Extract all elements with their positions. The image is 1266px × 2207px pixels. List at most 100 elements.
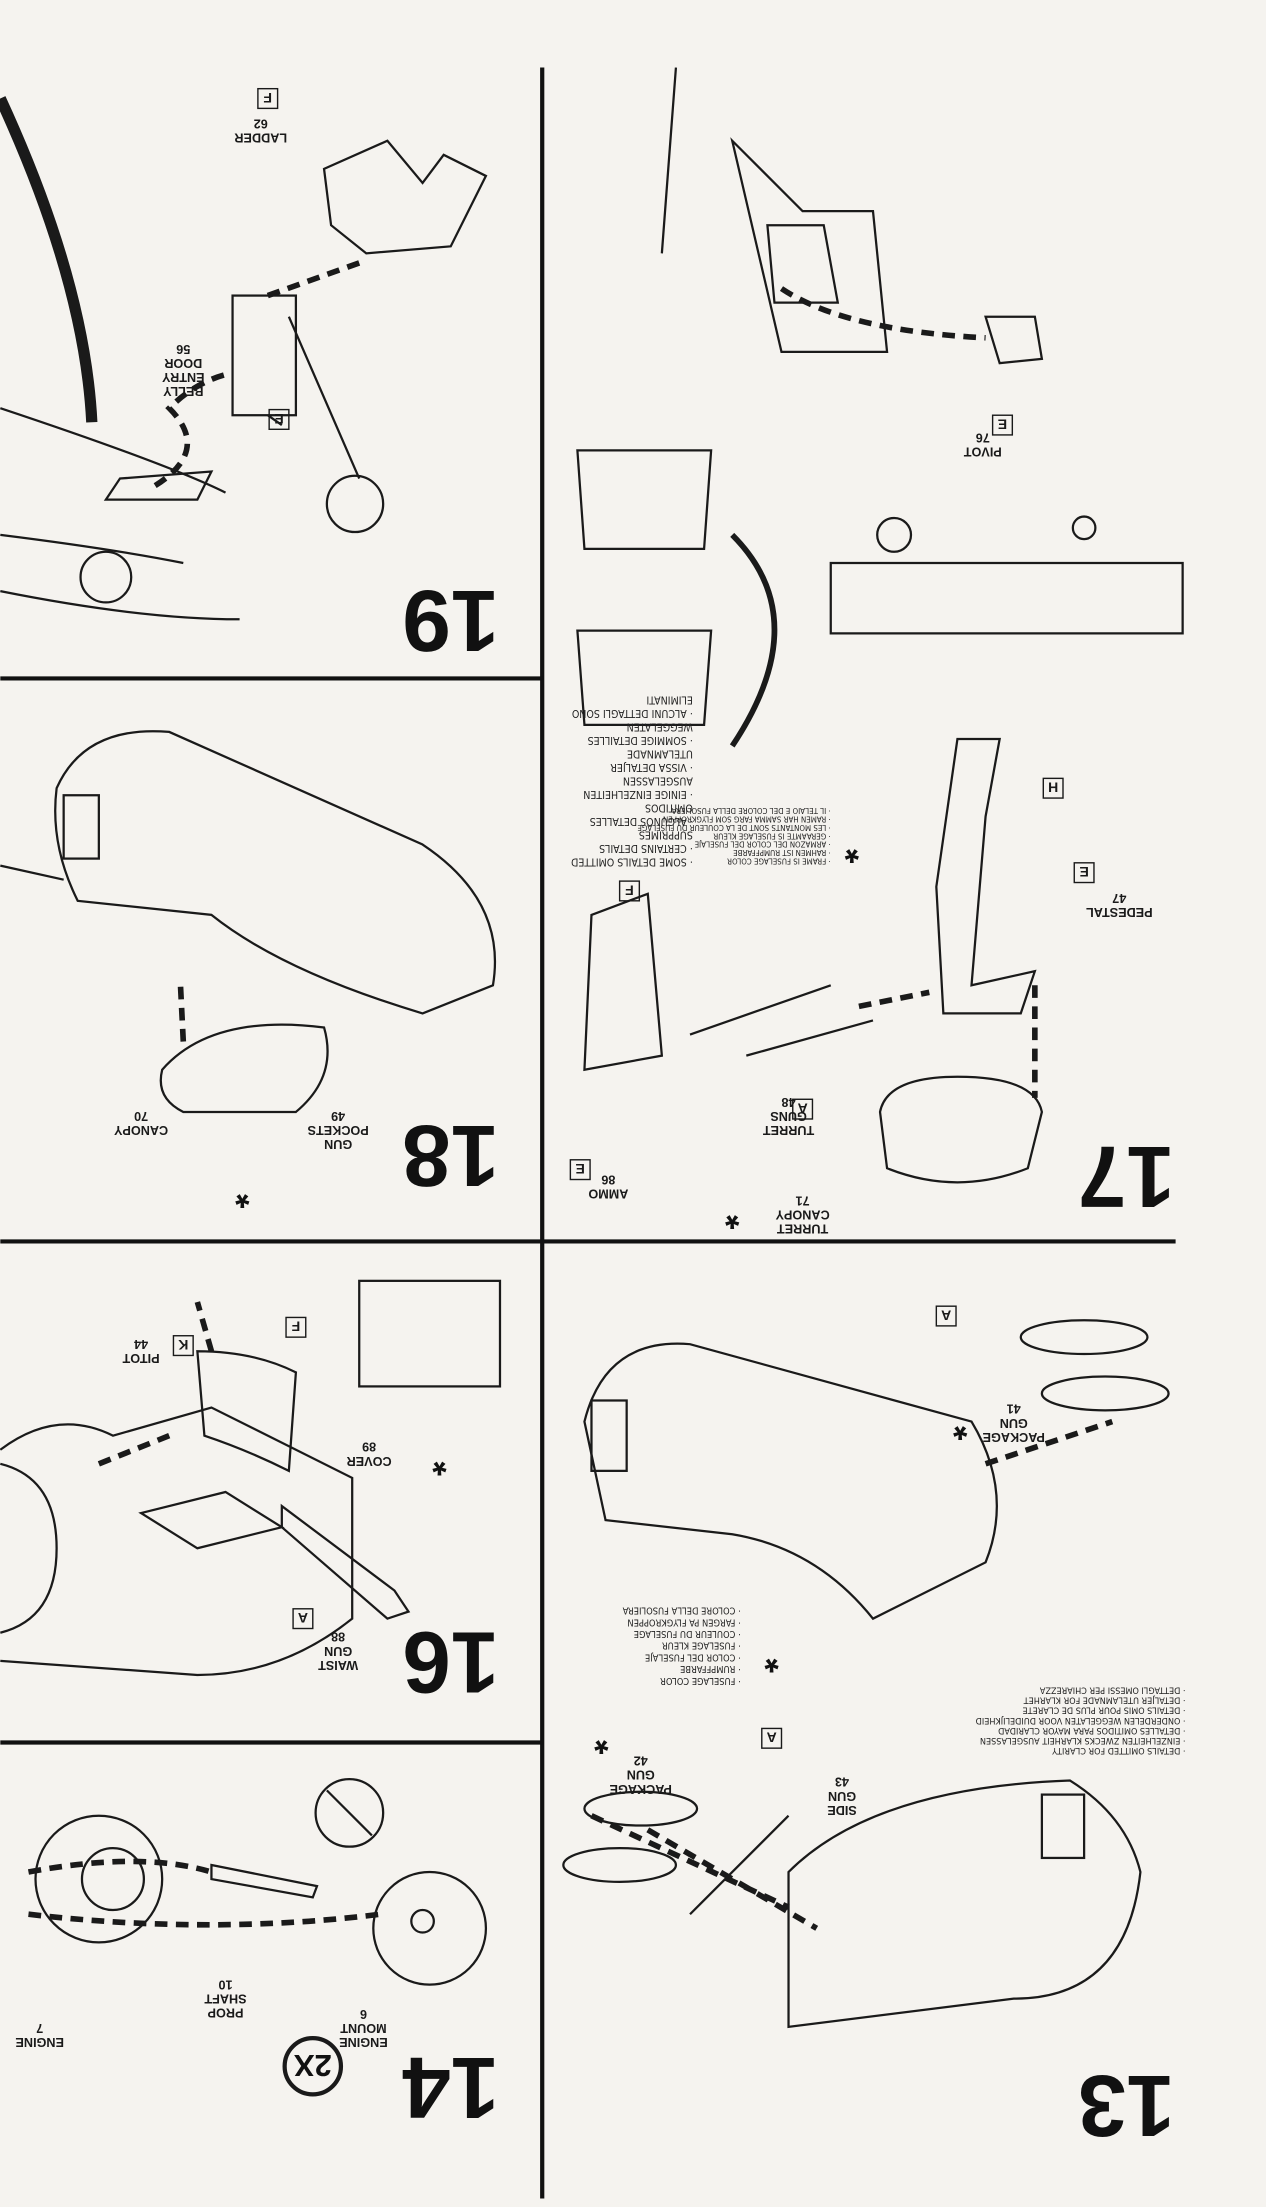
parts-tree-letter: H [1048, 780, 1058, 796]
part-label-engine: ENGINE [15, 2035, 64, 2049]
part-label-engine-mount: ENGINE [339, 2035, 388, 2049]
note-step18-omitted-line: SUPPRIMES [639, 829, 693, 841]
paint-asterisk-icon: * [432, 1442, 447, 1483]
note-step13-omitted-line: · DETAILS OMITTED FOR CLARITY [1052, 1745, 1185, 1755]
part-label-pivot: 76 [976, 431, 990, 445]
step19-fuselage [0, 96, 488, 621]
part-label-pedestal: PEDESTAL [1086, 905, 1153, 919]
note-step18-omitted-line: · CERTAINS DETAILS [599, 842, 693, 854]
part-label-package-gun-42: 42 [634, 1754, 648, 1768]
part-label-ammo: AMMO [588, 1186, 628, 1200]
part-label-ammo: 86 [601, 1172, 615, 1186]
paint-asterisk-icon: * [844, 829, 859, 870]
paint-asterisk-icon: * [952, 1407, 967, 1448]
part-label-engine-mount: 6 [360, 2007, 367, 2021]
part-label-prop-shaft: 10 [218, 1977, 232, 1991]
part-label-gun-pockets: GUN [324, 1137, 352, 1151]
step-number: 17 [1078, 1128, 1175, 1225]
parts-tree-box [1042, 777, 1064, 799]
part-label-pitot: 44 [134, 1337, 148, 1351]
part-label-package-gun-41: 41 [1007, 1402, 1021, 1416]
parts-tree-box [935, 1305, 957, 1327]
note-step17-frame-line: · LES MONTANTS SONT DE LA COULEUR DU FUS… [637, 823, 831, 832]
parts-tree-letter: A [941, 1307, 951, 1323]
part-label-turret-canopy: 71 [796, 1193, 810, 1207]
note-step13-omitted-line: · DETAILS OMIS POUR PLUS DE CLARETE [1023, 1705, 1186, 1715]
part-label-waist-gun: GUN [324, 1644, 352, 1658]
note-step13-color-line: · COLORE DELLA FUSOLIERA [622, 1605, 740, 1616]
parts-tree-letter: A [767, 1730, 777, 1746]
part-label-turret-guns: 48 [781, 1095, 795, 1109]
part-label-side-gun: 43 [835, 1775, 849, 1789]
part-label-package-gun-41: PACKAGE [983, 1430, 1045, 1444]
note-step17-frame-line: · RAHMEN IST RUMPFFARBE [733, 848, 831, 857]
part-label-prop-shaft: PROP [207, 2006, 243, 2020]
parts-tree-letter: F [291, 1319, 300, 1335]
parts-tree-letter: A [798, 1101, 808, 1117]
part-label-side-gun: GUN [828, 1789, 856, 1803]
note-step13-color-line: · FUSELAGE KLEUR [662, 1640, 741, 1651]
part-label-belly-entry-door: DOOR [164, 356, 202, 370]
part-label-belly-entry-door: 56 [176, 342, 190, 356]
part-label-package-gun-42: PACKAGE [610, 1782, 672, 1796]
parts-tree-letter: E [998, 416, 1007, 432]
part-label-package-gun-42: GUN [627, 1768, 655, 1782]
step13-fuselage [562, 1319, 1170, 2029]
parts-tree-letter: F [625, 882, 634, 898]
part-label-pedestal: 47 [1112, 891, 1126, 905]
parts-tree-box [257, 87, 279, 110]
note-step18-omitted-line: · ALGUNOS DETALLES [590, 815, 693, 827]
note-step13-color-line: · RUMPFFARBE [680, 1663, 741, 1674]
parts-tree-box [991, 414, 1014, 436]
multiplier-label: 2X [294, 2048, 332, 2083]
note-step17-frame-line: · ARMAZON DEL COLOR DEL FUSELAJE [694, 840, 831, 849]
parts-tree-box [792, 1098, 814, 1120]
part-label-cover: 89 [362, 1440, 376, 1454]
parts-tree-letter: F [263, 90, 272, 106]
parts-tree-box [285, 1316, 307, 1338]
step-number: 19 [402, 572, 499, 669]
parts-tree-box [268, 408, 290, 430]
step18-fuselage [0, 730, 497, 1114]
part-label-gun-pockets: POCKETS [308, 1123, 369, 1137]
note-step13-omitted-line: · DETTAGLI OMESSI PER CHIAREZZA [1039, 1684, 1185, 1694]
part-label-ladder: LADDER [234, 131, 287, 145]
part-label-waist-gun: 88 [331, 1630, 345, 1644]
note-step13-color-line: · FARGEN PA FLYGKROPPEN [627, 1616, 740, 1627]
step-number: 18 [402, 1107, 499, 1204]
parts-tree-box [618, 880, 641, 902]
paint-asterisk-icon: * [764, 1639, 779, 1680]
note-step13-color-line: · FUSELAGE COLOR [660, 1675, 741, 1686]
part-label-engine: 7 [36, 2021, 43, 2035]
parts-tree-letter: E [1079, 864, 1088, 880]
step-number: 16 [402, 1614, 499, 1711]
step17-turret [576, 67, 1184, 1184]
note-step18-omitted-line: · SOME DETAILS OMITTED [571, 856, 693, 868]
note-step18-omitted-line: · SOMMIGE DETAILLES [588, 734, 693, 746]
note-step18-omitted-line: AUSGELASSEN [623, 775, 693, 787]
part-label-turret-canopy: TURRET [777, 1222, 829, 1236]
part-label-canopy: 70 [134, 1109, 148, 1123]
parts-tree-box [172, 1335, 194, 1357]
step16-fuselage [0, 1279, 502, 1677]
part-label-pivot: PIVOT [964, 445, 1002, 459]
paint-asterisk-icon: * [593, 1720, 608, 1761]
part-label-prop-shaft: SHAFT [204, 1991, 246, 2005]
parts-tree-letter: E [274, 411, 283, 427]
note-step13-omitted-line: · EINZELHEITEN ZWECKS KLARHEIT AUSGELASS… [980, 1735, 1186, 1745]
part-label-ladder: 62 [254, 117, 268, 131]
parts-tree-letter: K [177, 1337, 188, 1353]
parts-tree-box [761, 1727, 783, 1749]
note-step17-frame-line: · IL TELAIO E DEL COLORE DELLA FUSOLIERA [671, 806, 830, 815]
multiplier-circle [282, 2035, 344, 2097]
part-label-canopy: CANOPY [113, 1123, 168, 1137]
note-step17-frame-line: · GERAAMTE IS FUSELAGE KLEUR [713, 831, 831, 840]
part-label-package-gun-41: GUN [1000, 1416, 1028, 1430]
part-label-engine-mount: MOUNT [340, 2021, 387, 2035]
part-label-cover: COVER [347, 1454, 392, 1468]
note-step13-omitted-line: · DETALLES OMITIDOS PARA MAYOR CLARIDAD [998, 1725, 1185, 1735]
note-step18-omitted-line: · VISSA DETALJER [610, 761, 693, 773]
part-label-pitot: PITOT [122, 1351, 159, 1365]
